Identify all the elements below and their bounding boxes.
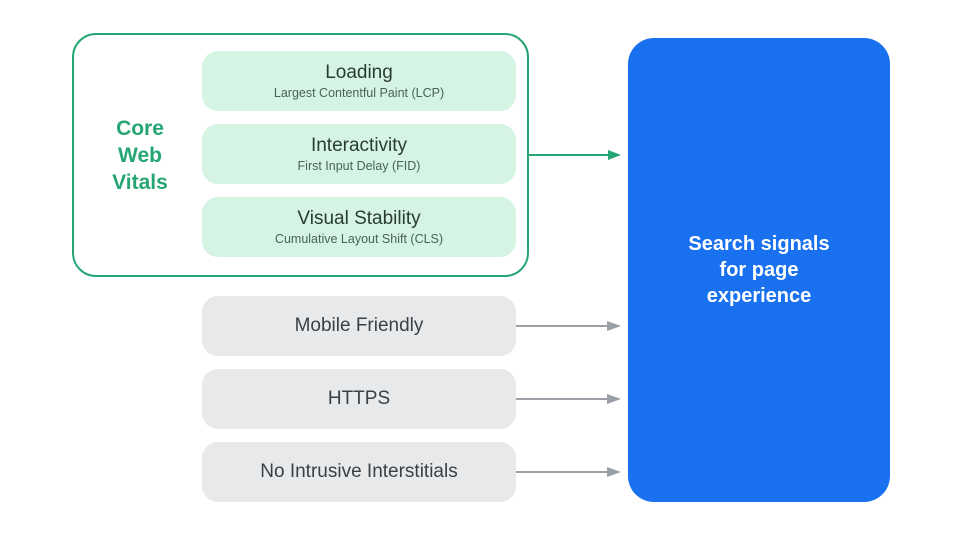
arrow-https-to-result-icon	[516, 394, 621, 404]
signal-box-https: HTTPS	[202, 369, 516, 429]
signal-box-no-intrusive-interstitials: No Intrusive Interstitials	[202, 442, 516, 502]
vital-subtitle: First Input Delay (FID)	[297, 159, 421, 173]
arrow-cwv-to-result-icon	[529, 150, 621, 160]
vital-subtitle: Cumulative Layout Shift (CLS)	[274, 232, 444, 246]
vital-box-interactivity: Interactivity First Input Delay (FID)	[202, 124, 516, 184]
result-label: Search signals for page experience	[688, 233, 830, 307]
arrow-mobile-friendly-to-result-icon	[516, 321, 621, 331]
vital-title: Visual Stability	[297, 208, 421, 229]
arrow-interstitials-to-result-icon	[516, 467, 621, 477]
signal-box-mobile-friendly: Mobile Friendly	[202, 296, 516, 356]
vital-title: Interactivity	[310, 135, 408, 156]
vital-box-visual-stability: Visual Stability Cumulative Layout Shift…	[202, 197, 516, 257]
core-web-vitals-label: Core Web Vitals	[112, 116, 168, 194]
result-box-search-signals: Search signals for page experience	[628, 38, 890, 502]
vital-subtitle: Largest Contentful Paint (LCP)	[273, 86, 445, 100]
vital-title: Loading	[325, 62, 393, 83]
vital-box-loading: Loading Largest Contentful Paint (LCP)	[202, 51, 516, 111]
